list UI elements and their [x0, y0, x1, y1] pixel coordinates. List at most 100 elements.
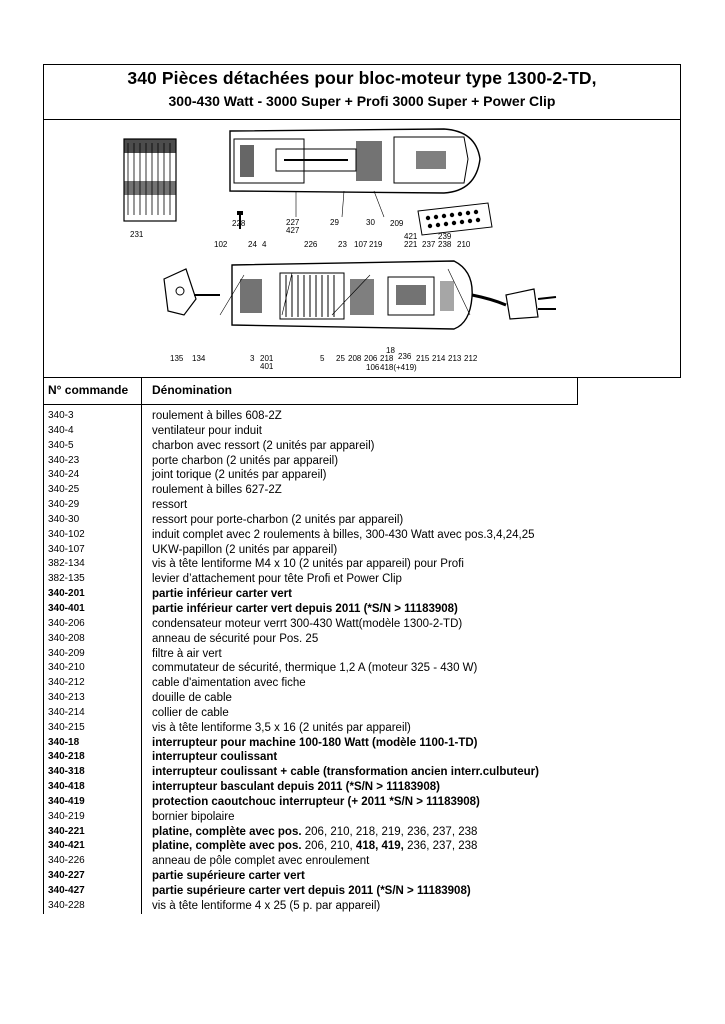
denomination-text: interrupteur basculant depuis 2011 (*S/N… — [152, 781, 440, 794]
header-order-number: N° commande — [48, 383, 129, 397]
denomination-text: ressort — [152, 499, 188, 512]
denomination-positions: 206, 210, 218, 219, 236, 237, 238 — [301, 825, 478, 838]
order-number: 340-421 — [48, 840, 85, 852]
table-row: 340-4 ventilateur pour induit — [44, 424, 578, 439]
denomination-text: anneau de pôle complet avec enroulement — [152, 855, 370, 868]
denomination-text: platine, complète avec pos. — [152, 825, 302, 838]
callout-238: 238 — [438, 240, 452, 249]
callout-206: 206 — [364, 354, 378, 363]
callout-427: 427 — [286, 226, 300, 235]
denomination-text: interrupteur coulissant — [152, 751, 278, 764]
callout-421: 421 — [404, 232, 418, 241]
callout-219: 219 — [369, 240, 383, 249]
table-row: 340-318 interrupteur coulissant + cable (… — [44, 765, 578, 780]
cable-plug-part — [471, 288, 557, 320]
denomination: levier d’attachement pour tête Profi et … — [152, 572, 402, 587]
denomination: partie supérieure carter vert depuis 201… — [152, 884, 471, 899]
order-number: 340-227 — [48, 870, 85, 882]
denomination-text: bornier bipolaire — [152, 810, 235, 823]
order-number: 340-418 — [48, 781, 85, 793]
denomination-text: partie inférieur carter vert depuis 2011… — [152, 602, 458, 615]
denomination-text: interrupteur pour machine 100-180 Watt (… — [152, 736, 478, 749]
callout-237: 237 — [422, 240, 436, 249]
denomination: bornier bipolaire — [152, 810, 234, 825]
callout-24: 24 — [248, 240, 257, 249]
denomination-positions-bold: 418, 419, — [355, 840, 404, 853]
callout-209: 209 — [390, 219, 404, 228]
order-number: 340-102 — [48, 528, 85, 540]
denomination: anneau de pôle complet avec enroulement — [152, 854, 369, 869]
order-number: 340-201 — [48, 588, 85, 600]
order-number: 340-318 — [48, 766, 85, 778]
callout-213: 213 — [448, 354, 462, 363]
callout-30: 30 — [366, 218, 375, 227]
denomination: interrupteur coulissant + cable (transfo… — [152, 765, 539, 780]
callout-18: 18 — [386, 346, 395, 355]
lever-part — [163, 268, 220, 316]
page-subtitle: 300-430 Watt - 3000 Super + Profi 3000 S… — [168, 93, 556, 109]
order-number: 340-23 — [48, 454, 80, 466]
filter-cover-part — [123, 138, 177, 222]
order-number: 340-212 — [48, 677, 85, 689]
denomination-text: condensateur moteur verrt 300-430 Watt(m… — [152, 617, 463, 630]
denomination-text: induit complet avec 2 roulements à bille… — [152, 528, 535, 541]
callout-214: 214 — [432, 354, 446, 363]
denomination: charbon avec ressort (2 unités par appar… — [152, 439, 374, 454]
callout-106: 106 — [366, 363, 380, 372]
denomination-text: partie supérieure carter vert — [152, 870, 305, 883]
order-number: 340-24 — [48, 469, 80, 481]
page-title: 340 Pièces détachées pour bloc-moteur ty… — [127, 68, 597, 88]
exploded-view-svg: 231 228 227 427 29 30 209 102 24 4 226 2… — [123, 128, 557, 372]
denomination: vis à tête lentiforme 3,5 x 16 (2 unités… — [152, 721, 411, 736]
denomination: vis à tête lentiforme M4 x 10 (2 unités … — [152, 557, 464, 572]
callout-134: 134 — [192, 354, 206, 363]
denomination: ventilateur pour induit — [152, 424, 262, 439]
callout-5: 5 — [320, 354, 325, 363]
order-number: 340-221 — [48, 825, 85, 837]
denomination: collier de cable — [152, 706, 229, 721]
denomination: porte charbon (2 unités par appareil) — [152, 454, 338, 469]
denomination: interrupteur pour machine 100-180 Watt (… — [152, 736, 478, 751]
parts-table-header: N° commande Dénomination — [43, 378, 578, 405]
denomination-text: anneau de sécurité pour Pos. 25 — [152, 632, 319, 645]
order-number: 382-134 — [48, 558, 85, 570]
denomination-text: interrupteur coulissant + cable (transfo… — [152, 766, 539, 779]
order-number: 340-4 — [48, 424, 74, 436]
denomination-text: collier de cable — [152, 706, 229, 719]
denomination-text: charbon avec ressort (2 unités par appar… — [152, 439, 375, 452]
denomination-text: UKW-papillon (2 unités par appareil) — [152, 543, 338, 556]
table-row: 340-227 partie supérieure carter vert — [44, 869, 578, 884]
table-row: 340-221 platine, complète avec pos. 206, … — [44, 825, 578, 840]
denomination-text: vis à tête lentiforme M4 x 10 (2 unités … — [152, 558, 464, 571]
callout-231: 231 — [130, 230, 144, 239]
order-number: 340-219 — [48, 810, 85, 822]
table-row: 382-134 vis à tête lentiforme M4 x 10 (2 … — [44, 557, 578, 572]
callout-227: 227 — [286, 218, 300, 227]
denomination-text: porte charbon (2 unités par appareil) — [152, 454, 339, 467]
callout-102: 102 — [214, 240, 228, 249]
denomination: roulement à billes 627-2Z — [152, 483, 282, 498]
callout-221: 221 — [404, 240, 418, 249]
denomination: filtre à air vert — [152, 647, 222, 662]
denomination: platine, complète avec pos. 206, 210, 41… — [152, 839, 477, 854]
callout-228: 228 — [232, 219, 246, 228]
callout-135: 135 — [170, 354, 184, 363]
table-row: 340-219 bornier bipolaire — [44, 810, 578, 825]
upper-housing-part — [229, 128, 481, 194]
